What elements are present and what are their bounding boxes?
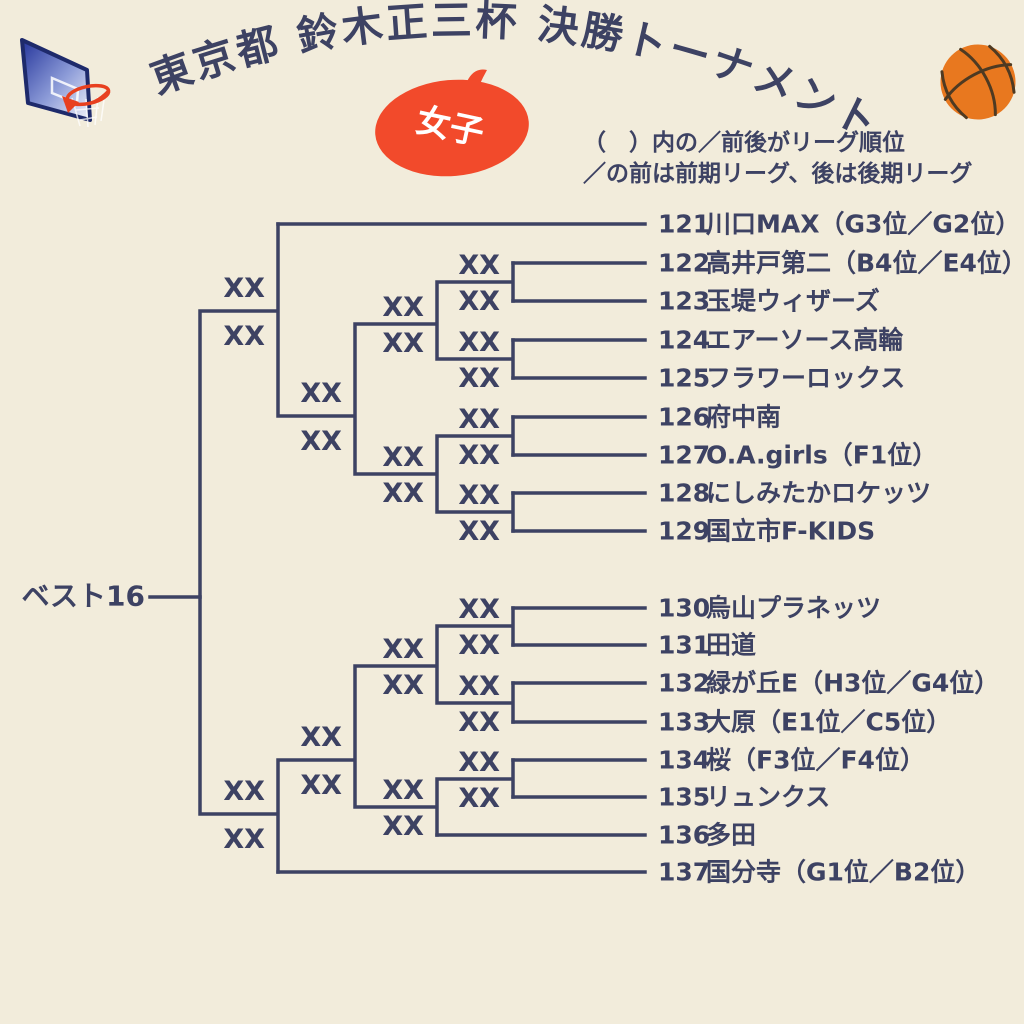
team-number: 122 (658, 249, 710, 278)
ball-seams (940, 44, 1016, 120)
match-m1-score-top: XX (458, 250, 500, 281)
match-m2-score-top: XX (458, 327, 500, 358)
team-row-126: 126 府中南 (658, 403, 781, 432)
match-connectors (198, 222, 515, 874)
team-number: 126 (658, 403, 710, 432)
ball-body (940, 44, 1016, 120)
team-lines (276, 222, 647, 874)
match-m9-score-bottom: XX (458, 630, 500, 661)
match-m7-score-bottom: XX (300, 426, 342, 457)
team-row-132: 132 緑が丘E（H3位／G4位） (658, 669, 999, 698)
team-number: 127 (658, 441, 710, 470)
team-name: 高井戸第二（B4位／E4位） (706, 249, 1024, 278)
team-row-134: 134 桜（F3位／F4位） (658, 746, 925, 775)
match-m5-score-bottom: XX (382, 328, 424, 359)
team-number: 121 (658, 210, 710, 239)
match-m9-score-top: XX (458, 594, 500, 625)
team-number: 130 (658, 594, 710, 623)
match-m4-score-top: XX (458, 480, 500, 511)
match-m6-score-top: XX (382, 442, 424, 473)
team-name: リュンクス (706, 783, 830, 812)
badge-bubble (375, 79, 529, 177)
team-name: エアーソース高輪 (706, 326, 904, 355)
match-m3-score-top: XX (458, 404, 500, 435)
match-m13-score-bottom: XX (382, 811, 424, 842)
match-m1-score-bottom: XX (458, 286, 500, 317)
team-number: 134 (658, 746, 710, 775)
basketball-hoop-icon (20, 38, 111, 128)
team-name: 多田 (706, 821, 756, 850)
match-m7-score-top: XX (300, 378, 342, 409)
team-row-128: 128 にしみたかロケッツ (658, 479, 931, 508)
team-number: 128 (658, 479, 710, 508)
team-row-131: 131 田道 (658, 631, 756, 660)
team-row-121: 121 川口MAX（G3位／G2位） (658, 210, 1020, 239)
team-number: 137 (658, 858, 710, 887)
match-m14-score-top: XX (300, 722, 342, 753)
match-m13-score-top: XX (382, 775, 424, 806)
net-lines (71, 92, 106, 128)
team-number: 131 (658, 631, 710, 660)
team-row-137: 137 国分寺（G1位／B2位） (658, 858, 980, 887)
team-name: 田道 (706, 631, 756, 660)
team-name: 桜（F3位／F4位） (706, 746, 925, 775)
rim-arrow (62, 96, 79, 113)
match-m3-score-bottom: XX (458, 440, 500, 471)
team-row-136: 136 多田 (658, 821, 756, 850)
team-name: 府中南 (706, 403, 781, 432)
basketball-icon (940, 44, 1016, 120)
team-name: 緑が丘E（H3位／G4位） (706, 669, 999, 698)
match-m10-score-top: XX (458, 671, 500, 702)
team-row-125: 125 フラワーロックス (658, 364, 905, 393)
team-name: 烏山プラネッツ (706, 594, 881, 623)
team-number: 136 (658, 821, 710, 850)
match-m15-score-bottom: XX (223, 824, 265, 855)
team-row-135: 135 リュンクス (658, 783, 830, 812)
match-m12-score-bottom: XX (382, 670, 424, 701)
team-number: 129 (658, 517, 710, 546)
match-m11-score-top: XX (458, 747, 500, 778)
match-m2-score-bottom: XX (458, 363, 500, 394)
team-row-124: 124 エアーソース高輪 (658, 326, 904, 355)
match-m5-score-top: XX (382, 292, 424, 323)
match-m15-score-top: XX (223, 776, 265, 807)
match-m14-score-bottom: XX (300, 770, 342, 801)
match-m6-score-bottom: XX (382, 478, 424, 509)
team-name: 玉堤ウィザーズ (706, 287, 880, 316)
match-m8-score-bottom: XX (223, 321, 265, 352)
team-row-129: 129 国立市F-KIDS (658, 517, 875, 546)
round-label: ベスト16 (21, 580, 145, 613)
match-m12-score-top: XX (382, 634, 424, 665)
team-number: 124 (658, 326, 710, 355)
team-row-122: 122 高井戸第二（B4位／E4位） (658, 249, 1024, 278)
legend-line-2: ／の前は前期リーグ、後は後期リーグ (583, 160, 972, 187)
team-number: 133 (658, 708, 710, 737)
team-number: 132 (658, 669, 710, 698)
team-row-123: 123 玉堤ウィザーズ (658, 287, 880, 316)
legend-line-1: （ ）内の／前後がリーグ順位 (583, 129, 905, 156)
team-number: 125 (658, 364, 710, 393)
match-m4-score-bottom: XX (458, 516, 500, 547)
team-name: にしみたかロケッツ (706, 479, 931, 508)
team-name: フラワーロックス (706, 364, 905, 393)
team-name: 川口MAX（G3位／G2位） (706, 210, 1020, 239)
team-name: 国立市F-KIDS (706, 517, 875, 546)
team-row-127: 127 O.A.girls（F1位） (658, 441, 937, 470)
team-name: 国分寺（G1位／B2位） (706, 858, 980, 887)
team-number: 135 (658, 783, 710, 812)
category-badge: 女子 (375, 69, 529, 177)
match-m10-score-bottom: XX (458, 707, 500, 738)
team-name: 大原（E1位／C5位） (706, 708, 951, 737)
team-number: 123 (658, 287, 710, 316)
team-row-133: 133 大原（E1位／C5位） (658, 708, 951, 737)
team-name: O.A.girls（F1位） (706, 441, 937, 470)
match-m8-score-top: XX (223, 273, 265, 304)
team-row-130: 130 烏山プラネッツ (658, 594, 881, 623)
match-m11-score-bottom: XX (458, 783, 500, 814)
